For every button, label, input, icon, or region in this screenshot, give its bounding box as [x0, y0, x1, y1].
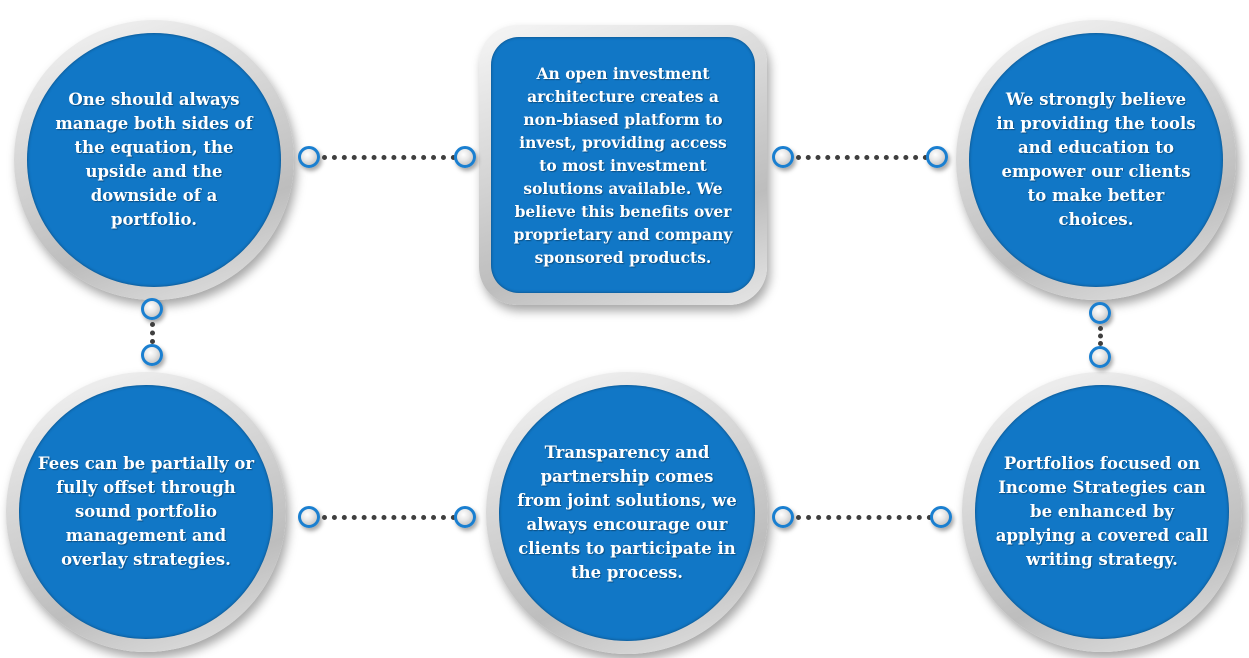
node-top-center-fill: An open investment architecture creates … [491, 37, 755, 293]
node-bottom-left-text: Fees can be partially or fully offset th… [37, 454, 255, 569]
connector-bottom-center-bottom-right [796, 515, 932, 520]
connector-top-left-top-center [322, 155, 456, 160]
connector-knob-icon [454, 146, 476, 168]
connector-knob-icon [454, 506, 476, 528]
node-bottom-center: Transparency and partnership comes from … [486, 372, 768, 654]
node-bottom-center-fill: Transparency and partnership comes from … [499, 385, 755, 641]
connector-top-center-top-right [796, 155, 928, 160]
node-bottom-right-fill: Portfolios focused on Income Strategies … [975, 385, 1229, 639]
node-bottom-right: Portfolios focused on Income Strategies … [962, 372, 1242, 652]
connector-knob-icon [141, 298, 163, 320]
node-bottom-right-text: Portfolios focused on Income Strategies … [995, 454, 1209, 569]
connector-knob-icon [772, 506, 794, 528]
connector-knob-icon [141, 344, 163, 366]
connector-bottom-left-bottom-center [322, 515, 456, 520]
node-top-right-text: We strongly believe in providing the too… [996, 90, 1196, 229]
node-top-left-fill: One should always manage both sides of t… [27, 33, 281, 287]
connector-top-right-bottom-right [1098, 326, 1103, 346]
node-bottom-left-fill: Fees can be partially or fully offset th… [19, 385, 273, 639]
node-bottom-center-text: Transparency and partnership comes from … [517, 443, 737, 582]
connector-knob-icon [772, 146, 794, 168]
connector-knob-icon [926, 146, 948, 168]
node-top-right: We strongly believe in providing the too… [956, 20, 1236, 300]
connector-knob-icon [930, 506, 952, 528]
node-top-center: An open investment architecture creates … [479, 25, 767, 305]
connector-knob-icon [1089, 302, 1111, 324]
connector-top-left-bottom-left [150, 322, 155, 344]
node-top-left-text: One should always manage both sides of t… [55, 90, 253, 229]
node-top-left: One should always manage both sides of t… [14, 20, 294, 300]
node-top-right-fill: We strongly believe in providing the too… [969, 33, 1223, 287]
node-top-center-text: An open investment architecture creates … [513, 63, 733, 267]
node-bottom-left: Fees can be partially or fully offset th… [6, 372, 286, 652]
connector-knob-icon [1089, 346, 1111, 368]
connector-knob-icon [298, 146, 320, 168]
connector-knob-icon [298, 506, 320, 528]
